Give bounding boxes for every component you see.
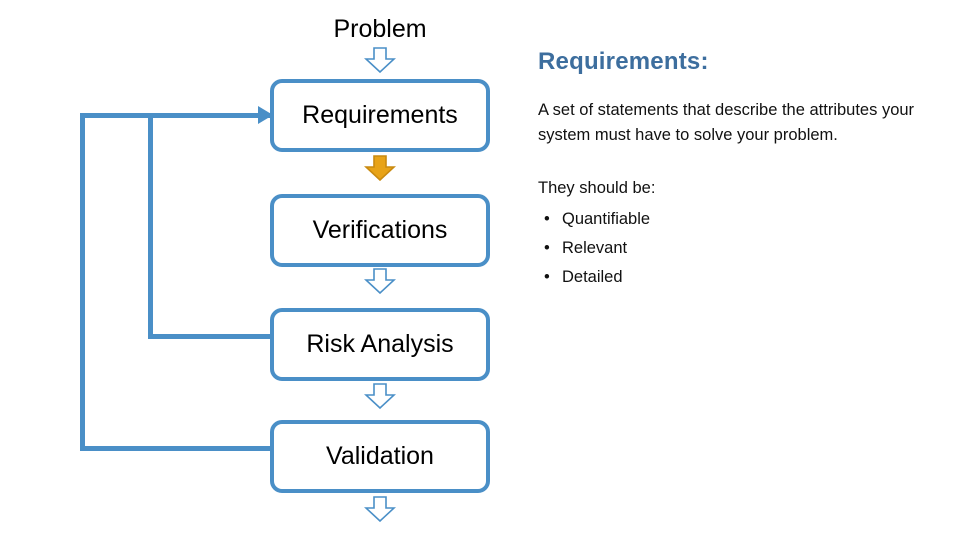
definition-heading-colon: : xyxy=(700,48,709,75)
flow-node-verifications[interactable]: Verifications xyxy=(270,194,490,267)
list-item: Relevant xyxy=(538,234,938,263)
feedback-line-validation-top xyxy=(80,113,153,118)
flow-title: Problem xyxy=(333,15,427,43)
arrow-verifications-to-risk-icon xyxy=(364,268,396,294)
flow-node-risk-analysis[interactable]: Risk Analysis xyxy=(270,308,490,381)
flow-node-verifications-label: Verifications xyxy=(312,216,448,244)
flow-node-requirements[interactable]: Requirements xyxy=(270,79,490,152)
flow-node-requirements-label: Requirements xyxy=(302,101,458,129)
definition-bullet-list: Quantifiable Relevant Detailed xyxy=(538,205,938,292)
definition-heading: Requirements: xyxy=(538,48,938,76)
feedback-line-validation-bottom xyxy=(80,446,272,451)
feedback-line-validation-vertical xyxy=(80,113,85,451)
definition-heading-text: Requirements xyxy=(538,48,701,75)
definition-paragraph: A set of statements that describe the at… xyxy=(538,101,915,145)
arrow-requirements-to-verifications-icon xyxy=(364,155,396,181)
feedback-line-risk-bottom xyxy=(148,334,272,339)
arrow-problem-to-requirements-icon xyxy=(364,47,396,73)
arrow-risk-to-validation-icon xyxy=(364,383,396,409)
flow-node-risk-analysis-label: Risk Analysis xyxy=(306,330,454,358)
definition-subheading: They should be: xyxy=(538,179,656,198)
flow-node-validation[interactable]: Validation xyxy=(270,420,490,493)
feedback-line-risk-top xyxy=(148,113,272,118)
definition-panel: Requirements: A set of statements that d… xyxy=(538,48,938,292)
feedback-line-risk-vertical xyxy=(148,113,153,339)
feedback-arrowhead-icon xyxy=(258,106,273,124)
arrow-validation-out-icon xyxy=(364,496,396,522)
list-item: Quantifiable xyxy=(538,205,938,234)
flow-node-validation-label: Validation xyxy=(326,442,434,470)
list-item: Detailed xyxy=(538,263,938,292)
